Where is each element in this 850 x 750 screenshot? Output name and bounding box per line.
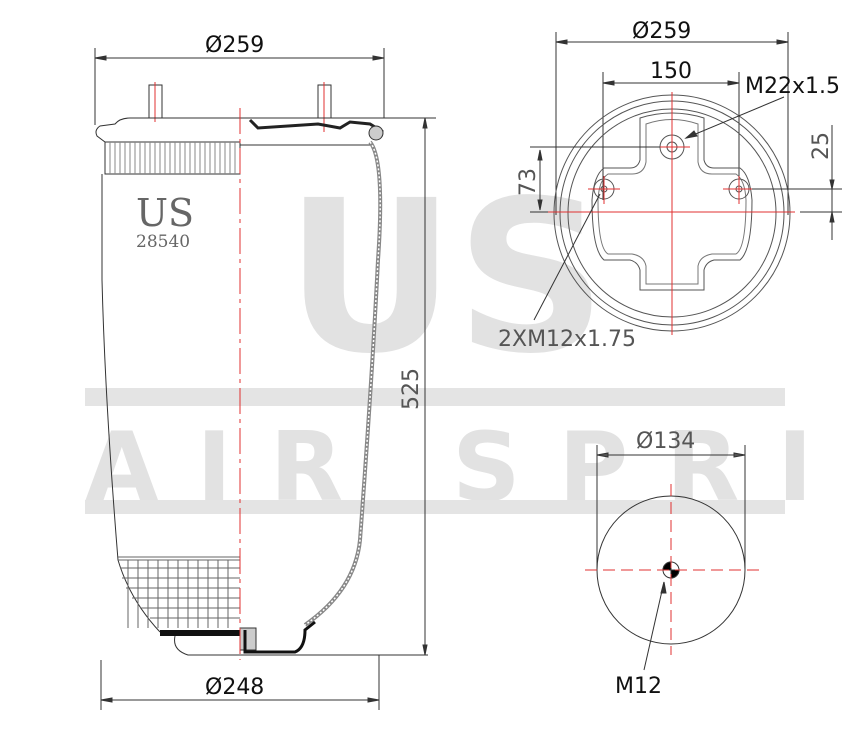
side-bottom-diameter: Ø248 [205,675,264,700]
center-thread: M22x1.5 [745,74,840,99]
watermark-bar-top [85,388,785,406]
brand-logo: US [136,191,194,235]
offset-vertical: 73 [516,168,541,196]
side-height: 525 [399,368,424,410]
watermark-us: US [285,155,607,400]
watermark: US AIR SPRING [85,155,850,523]
watermark-bar-bottom [85,500,785,514]
stud-spacing: 150 [650,59,692,84]
bottom-view [585,445,760,671]
top-diameter: Ø259 [632,19,691,44]
top-view [530,32,842,335]
side-top-diameter: Ø259 [205,33,264,58]
offset-small: 25 [809,132,834,160]
bottom-thread: M12 [615,674,662,699]
part-number: 28540 [136,232,190,252]
bottom-diameter: Ø134 [636,429,695,454]
stud-thread: 2XM12x1.75 [498,327,636,352]
side-view [94,48,436,710]
